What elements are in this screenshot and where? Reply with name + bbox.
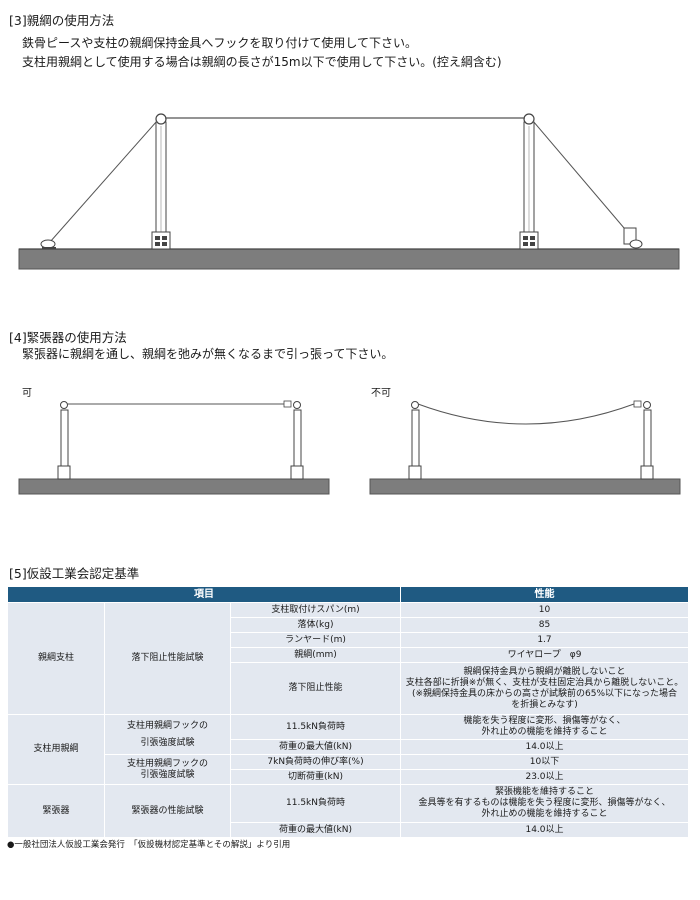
section3-text-line2: 支柱用親綱として使用する場合は親綱の長さが15m以下で使用して下さい。(控え綱含… [22, 55, 502, 69]
item-cell: ランヤード(m) [230, 632, 401, 648]
value-cell: 85 [400, 617, 689, 633]
test-name-line: 引張強度試験 [140, 737, 195, 748]
section4-text-line1: 緊張器に親綱を通し、親綱を弛みが無くなるまで引っ張って下さい。 [22, 347, 394, 361]
table-footnote: ●一般社団法人仮設工業会発行 「仮設機材認定基準とその解説」より引用 [7, 840, 291, 850]
left-anchor-hook [40, 239, 56, 249]
item-cell: 落下阻止性能 [230, 662, 401, 715]
value-line: 外れ止めの機能を維持すること [481, 809, 608, 819]
test-name-line: 支柱用親綱フックの [126, 758, 208, 769]
table-row: 荷重の最大値(kN) 14.0以上 [8, 822, 689, 838]
item-cell: 7kN負荷時の伸び率(%) [230, 754, 401, 770]
section4-heading: [4]緊張器の使用方法 [9, 330, 127, 345]
table-header-row: 項目 性能 [7, 586, 689, 603]
section5-heading: [5]仮設工業会認定基準 [9, 566, 140, 581]
table-row: 支柱用親綱 支柱用親綱フックの 引張強度試験 11.5kN負荷時 機能を失う程度… [7, 714, 689, 785]
item-cell: 11.5kN負荷時 [230, 714, 401, 740]
value-cell: 緊張機能を維持すること 金具等を有するものは機能を失う程度に変形、損傷等がなく、… [400, 784, 689, 823]
value-cell: 14.0以上 [400, 739, 689, 755]
value-line: 親綱保持金具から親綱が離脱しないこと [463, 666, 626, 677]
header-performance: 性能 [400, 586, 689, 603]
table-row: 支柱用親綱フックの 引張強度試験 7kN負荷時の伸び率(%) 10以下 [8, 754, 689, 785]
lifeline-usage-diagram [18, 113, 680, 270]
value-line: (※親綱保持金具の床からの高さが試験前の65%以下になった場合 [411, 688, 678, 699]
table-row: 荷重の最大値(kN) 14.0以上 [8, 739, 689, 755]
group-name: 緊張器 [7, 784, 105, 838]
item-cell: 荷重の最大値(kN) [230, 822, 401, 838]
value-cell: 10 [400, 602, 689, 618]
group-name: 親綱支柱 [7, 602, 105, 715]
table-row: 落下阻止性能 親綱保持金具から親綱が離脱しないこと 支柱各部に折損※が無く、支柱… [8, 662, 689, 715]
value-cell: ワイヤロープ φ9 [400, 647, 689, 663]
certification-standards-table: 項目 性能 親綱支柱 落下阻止性能試験 支柱取付けスパン(m) 10 落体(kg… [7, 586, 689, 838]
section3-heading: [3]親綱の使用方法 [9, 13, 115, 28]
test-name: 緊張器の性能試験 [104, 784, 231, 838]
value-cell: 親綱保持金具から親綱が離脱しないこと 支柱各部に折損※が無く、支柱が支柱固定治具… [400, 662, 689, 715]
right-anchor-tensioner [623, 227, 643, 249]
value-cell: 機能を失う程度に変形、損傷等がなく、 外れ止めの機能を維持すること [400, 714, 689, 740]
left-guy-rope [49, 120, 158, 243]
value-cell: 14.0以上 [400, 822, 689, 838]
value-cell: 23.0以上 [400, 769, 689, 785]
right-guy-rope [532, 120, 631, 236]
table-row: 親綱(mm) ワイヤロープ φ9 [8, 647, 689, 663]
value-line: 機能を失う程度に変形、損傷等がなく、 [463, 716, 626, 726]
item-cell: 荷重の最大値(kN) [230, 739, 401, 755]
group-name: 支柱用親綱 [7, 714, 105, 785]
test-name: 落下阻止性能試験 [104, 602, 231, 715]
value-line: 金具等を有するものは機能を失う程度に変形、損傷等がなく、 [418, 798, 671, 808]
value-line: 緊張機能を維持すること [494, 787, 594, 797]
test-name: 支柱用親綱フックの 引張強度試験 [104, 714, 231, 755]
value-cell: 1.7 [400, 632, 689, 648]
slack-rope [417, 403, 635, 425]
left-stanchion [151, 113, 171, 250]
table-row: 緊張器 緊張器の性能試験 11.5kN負荷時 緊張機能を維持すること 金具等を有… [7, 784, 689, 838]
value-line: 外れ止めの機能を維持すること [481, 727, 608, 737]
test-name: 支柱用親綱フックの 引張強度試験 [104, 754, 231, 785]
item-cell: 支柱取付けスパン(m) [230, 602, 401, 618]
ng-label: 不可 [371, 388, 391, 399]
tensioner-ok-diagram [18, 400, 330, 495]
test-name-line: 支柱用親綱フックの [126, 720, 208, 731]
ok-label: 可 [22, 388, 32, 399]
header-item: 項目 [7, 586, 401, 603]
table-row: ランヤード(m) 1.7 [8, 632, 689, 648]
item-cell: 切断荷重(kN) [230, 769, 401, 785]
tensioner-ng-diagram [369, 400, 681, 495]
value-cell: 10以下 [400, 754, 689, 770]
item-cell: 親綱(mm) [230, 647, 401, 663]
item-cell: 落体(kg) [230, 617, 401, 633]
table-row: 親綱支柱 落下阻止性能試験 支柱取付けスパン(m) 10 [7, 602, 689, 715]
section3-text-line1: 鉄骨ピースや支柱の親綱保持金具へフックを取り付けて使用して下さい。 [22, 36, 418, 50]
value-line: 支柱各部に折損※が無く、支柱が支柱固定治具から離脱しないこと。 [405, 677, 684, 688]
right-stanchion [519, 113, 539, 250]
test-name-line: 引張強度試験 [140, 769, 195, 780]
item-cell: 11.5kN負荷時 [230, 784, 401, 823]
value-line: を折損とみなす) [511, 699, 578, 710]
